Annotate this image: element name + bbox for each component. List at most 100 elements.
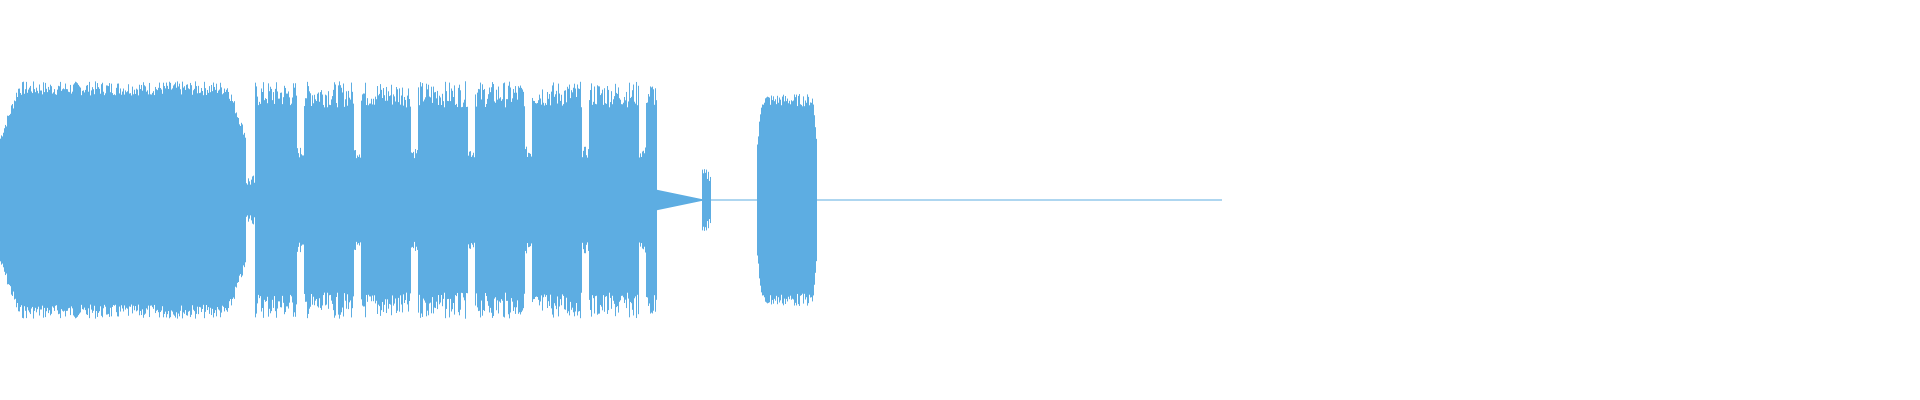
- waveform-sample: [552, 85, 553, 315]
- waveform-sample: [522, 89, 523, 311]
- waveform-sample: [771, 95, 772, 305]
- waveform-sample: [144, 85, 145, 315]
- waveform-sample: [234, 101, 235, 299]
- waveform-sample: [678, 194, 679, 206]
- waveform-sample: [448, 101, 449, 299]
- waveform-sample: [293, 83, 294, 317]
- waveform-sample: [58, 85, 59, 315]
- waveform-sample: [480, 82, 481, 318]
- waveform-sample: [558, 83, 559, 317]
- waveform-sample: [710, 176, 711, 224]
- waveform-sample: [224, 88, 225, 312]
- waveform-sample: [322, 94, 323, 306]
- waveform-sample: [619, 98, 620, 302]
- waveform-sample: [690, 196, 691, 204]
- waveform-sample: [575, 88, 576, 312]
- waveform-sample: [46, 88, 47, 312]
- waveform-sample: [407, 95, 408, 305]
- waveform-sample: [536, 103, 537, 297]
- waveform-sample: [145, 86, 146, 314]
- waveform-sample: [435, 91, 436, 309]
- waveform-sample: [67, 89, 68, 311]
- waveform-sample: [574, 83, 575, 317]
- waveform-sample: [166, 82, 167, 318]
- waveform-sample: [564, 90, 565, 310]
- waveform-sample: [450, 101, 451, 299]
- waveform-sample: [593, 101, 594, 299]
- waveform-sample: [255, 82, 256, 318]
- waveform-sample: [805, 100, 806, 300]
- waveform-sample: [478, 88, 479, 312]
- waveform-sample: [603, 104, 604, 296]
- waveform-sample: [204, 81, 205, 319]
- waveform-sample: [425, 97, 426, 303]
- waveform-sample: [556, 90, 557, 310]
- waveform-sample: [802, 106, 803, 294]
- waveform-sample: [503, 83, 504, 317]
- waveform-sample: [89, 81, 90, 319]
- waveform-sample: [264, 100, 265, 300]
- waveform-sample: [811, 102, 812, 298]
- waveform-sample: [683, 195, 684, 205]
- waveform-sample: [462, 106, 463, 294]
- waveform-sample: [389, 96, 390, 304]
- waveform-sample: [209, 86, 210, 314]
- waveform-sample: [591, 83, 592, 317]
- waveform-sample: [104, 95, 105, 305]
- waveform-sample: [492, 82, 493, 318]
- waveform-sample: [127, 91, 128, 309]
- waveform-sample: [199, 93, 200, 307]
- waveform-sample: [762, 104, 763, 296]
- waveform-sample: [38, 93, 39, 307]
- waveform-sample: [361, 100, 362, 300]
- waveform-sample: [85, 89, 86, 311]
- waveform-sample: [189, 89, 190, 311]
- waveform-sample: [498, 86, 499, 314]
- waveform-sample: [168, 88, 169, 312]
- waveform-sample: [225, 91, 226, 309]
- waveform-sample: [707, 178, 708, 222]
- waveform-sample: [401, 95, 402, 305]
- waveform-sample: [52, 93, 53, 307]
- waveform-sample: [33, 81, 34, 319]
- waveform-sample: [318, 92, 319, 308]
- waveform-sample: [354, 150, 355, 250]
- waveform-sample: [98, 87, 99, 313]
- waveform-sample: [453, 97, 454, 303]
- waveform-sample: [212, 91, 213, 309]
- waveform-sample: [355, 150, 356, 250]
- waveform-sample: [283, 97, 284, 303]
- waveform-sample: [472, 155, 473, 245]
- waveform-sample: [705, 172, 706, 228]
- waveform-sample: [76, 82, 77, 318]
- waveform-sample: [181, 94, 182, 306]
- waveform-sample: [442, 93, 443, 307]
- waveform-sample: [526, 146, 527, 254]
- waveform-sample: [378, 95, 379, 305]
- waveform-sample: [667, 191, 668, 209]
- waveform-sample: [607, 86, 608, 314]
- waveform-sample: [248, 178, 249, 222]
- waveform-sample: [108, 86, 109, 314]
- waveform-sample: [379, 93, 380, 307]
- waveform-sample: [343, 83, 344, 317]
- waveform-sample: [164, 86, 165, 314]
- waveform-sample: [463, 102, 464, 298]
- waveform-sample: [794, 94, 795, 306]
- waveform-sample: [618, 87, 619, 313]
- waveform-sample: [390, 95, 391, 305]
- waveform-sample: [648, 94, 649, 306]
- waveform-sample: [96, 88, 97, 312]
- waveform-sample: [242, 124, 243, 276]
- waveform-sample: [90, 95, 91, 305]
- waveform-sample: [636, 81, 637, 319]
- waveform-sample: [700, 198, 701, 202]
- waveform-sample: [34, 89, 35, 311]
- waveform-sample: [339, 81, 340, 319]
- waveform-sample: [3, 132, 4, 268]
- waveform-sample: [447, 100, 448, 300]
- waveform-sample: [21, 94, 22, 306]
- waveform-sample: [111, 83, 112, 317]
